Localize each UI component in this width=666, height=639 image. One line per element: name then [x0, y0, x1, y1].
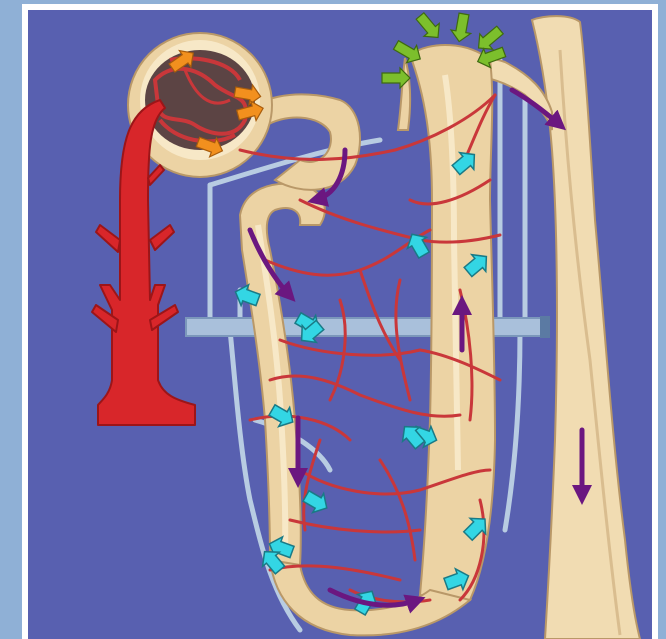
- vein-bar-end: [540, 316, 550, 338]
- glomerulus: [145, 50, 255, 150]
